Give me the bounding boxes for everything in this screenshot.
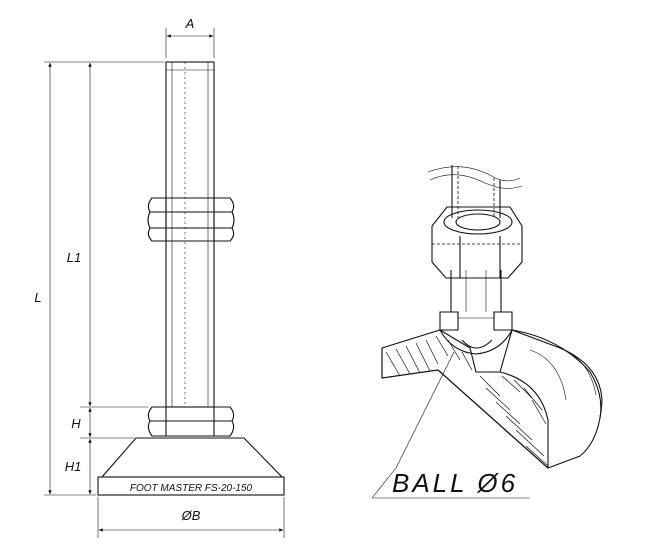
dimension-a-label: A <box>185 16 195 31</box>
dimension-b-label: ØB <box>181 508 201 523</box>
dimension-b: ØB <box>98 508 284 532</box>
dimension-l: L <box>34 62 52 495</box>
section-hatching <box>385 335 549 467</box>
hex-nut <box>147 197 235 242</box>
lower-nut <box>147 406 235 437</box>
cutaway-stud <box>427 165 523 312</box>
cutaway-base <box>381 329 603 469</box>
extension-lines <box>44 28 285 538</box>
ball-callout: BALL Ø6 <box>371 351 530 499</box>
dimension-l1-label: L1 <box>67 250 81 265</box>
dimension-h-label: H <box>71 416 81 431</box>
base-plate: FOOT MASTER FS-20-150 <box>97 437 285 496</box>
dimension-l-label: L <box>34 290 41 305</box>
ball-callout-label: BALL Ø6 <box>392 468 518 498</box>
threaded-stud <box>165 61 215 408</box>
dimension-l1: L1 <box>67 62 92 407</box>
dimension-a: A <box>166 16 214 38</box>
dimension-h1-label: H1 <box>65 459 82 474</box>
ball-joint-cutaway: BALL Ø6 <box>371 165 603 499</box>
leveling-foot-elevation: FOOT MASTER FS-20-150 A L L1 <box>34 16 285 538</box>
base-plate-label: FOOT MASTER FS-20-150 <box>130 483 253 494</box>
dimension-h: H <box>71 407 92 438</box>
cutaway-hex-nut <box>431 206 523 279</box>
ball-neck <box>439 311 513 355</box>
dimension-h1: H1 <box>65 438 92 495</box>
